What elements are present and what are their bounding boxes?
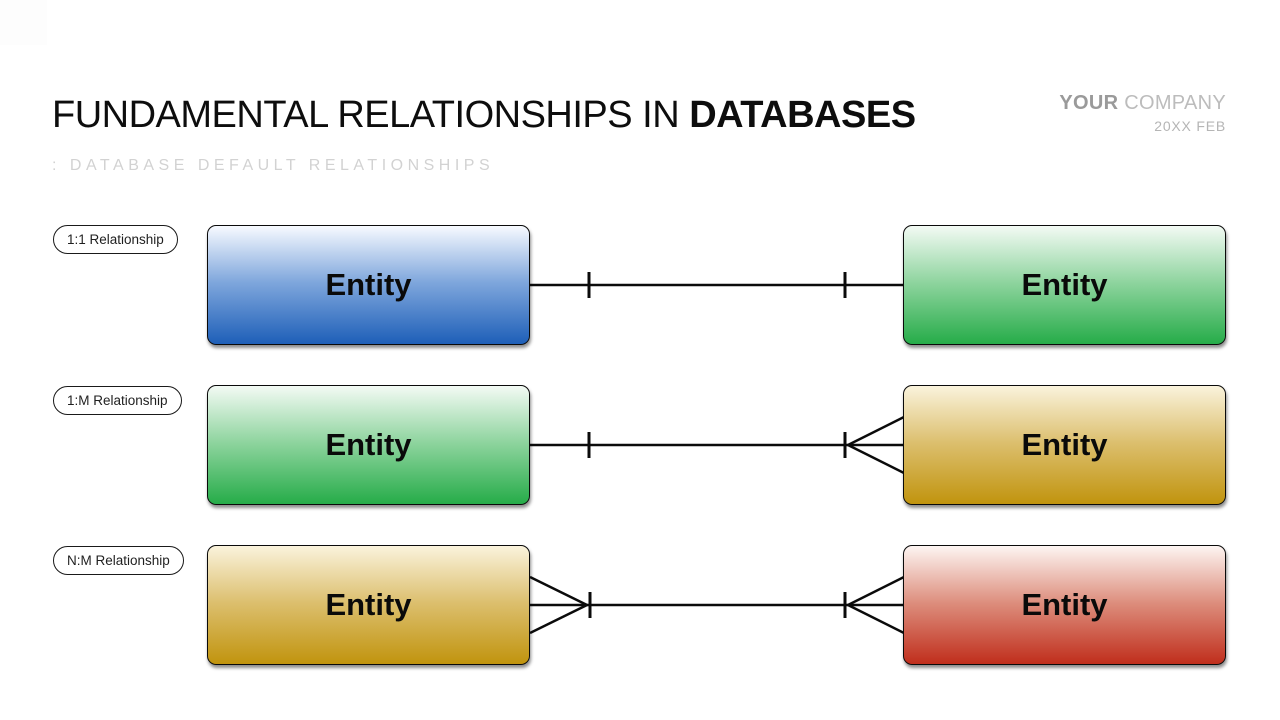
company-name: YOUR COMPANY: [1059, 92, 1226, 115]
relationship-badge-1-1: 1:1 Relationship: [53, 225, 178, 254]
entity-label: Entity: [325, 587, 412, 622]
crows-foot: [847, 603, 904, 635]
page-title-bold: DATABASES: [689, 94, 916, 136]
entity-box-1-left: Entity: [207, 225, 530, 345]
company-date: 20XX FEB: [1154, 118, 1226, 134]
crows-foot: [847, 575, 904, 607]
page-title: FUNDAMENTAL RELATIONSHIPS IN DATABASES: [52, 94, 916, 138]
entity-box-2-right: Entity: [903, 385, 1226, 505]
connector-one-to-one: [530, 272, 904, 298]
relationship-badge-1-m: 1:M Relationship: [53, 386, 182, 415]
entity-box-2-left: Entity: [207, 385, 530, 505]
company-block: YOUR COMPANY 20XX FEB: [1059, 92, 1226, 134]
company-name-light: COMPANY: [1118, 92, 1226, 114]
entity-label: Entity: [325, 427, 412, 462]
entity-label: Entity: [325, 267, 412, 302]
company-name-bold: YOUR: [1059, 92, 1119, 114]
page-title-regular: FUNDAMENTAL RELATIONSHIPS IN: [52, 94, 690, 136]
crows-foot: [847, 443, 904, 475]
entity-box-1-right: Entity: [903, 225, 1226, 345]
crows-foot: [530, 603, 588, 635]
crows-foot: [530, 575, 588, 607]
crows-foot: [847, 415, 904, 447]
entity-label: Entity: [1021, 267, 1108, 302]
relationship-badge-n-m: N:M Relationship: [53, 546, 184, 575]
entity-box-3-left: Entity: [207, 545, 530, 665]
corner-watermark: [0, 0, 47, 45]
entity-label: Entity: [1021, 427, 1108, 462]
entity-box-3-right: Entity: [903, 545, 1226, 665]
connector-many-to-many: [530, 575, 904, 635]
entity-label: Entity: [1021, 587, 1108, 622]
connector-one-to-many: [530, 415, 904, 475]
page-subtitle: : DATABASE DEFAULT RELATIONSHIPS: [52, 157, 495, 174]
